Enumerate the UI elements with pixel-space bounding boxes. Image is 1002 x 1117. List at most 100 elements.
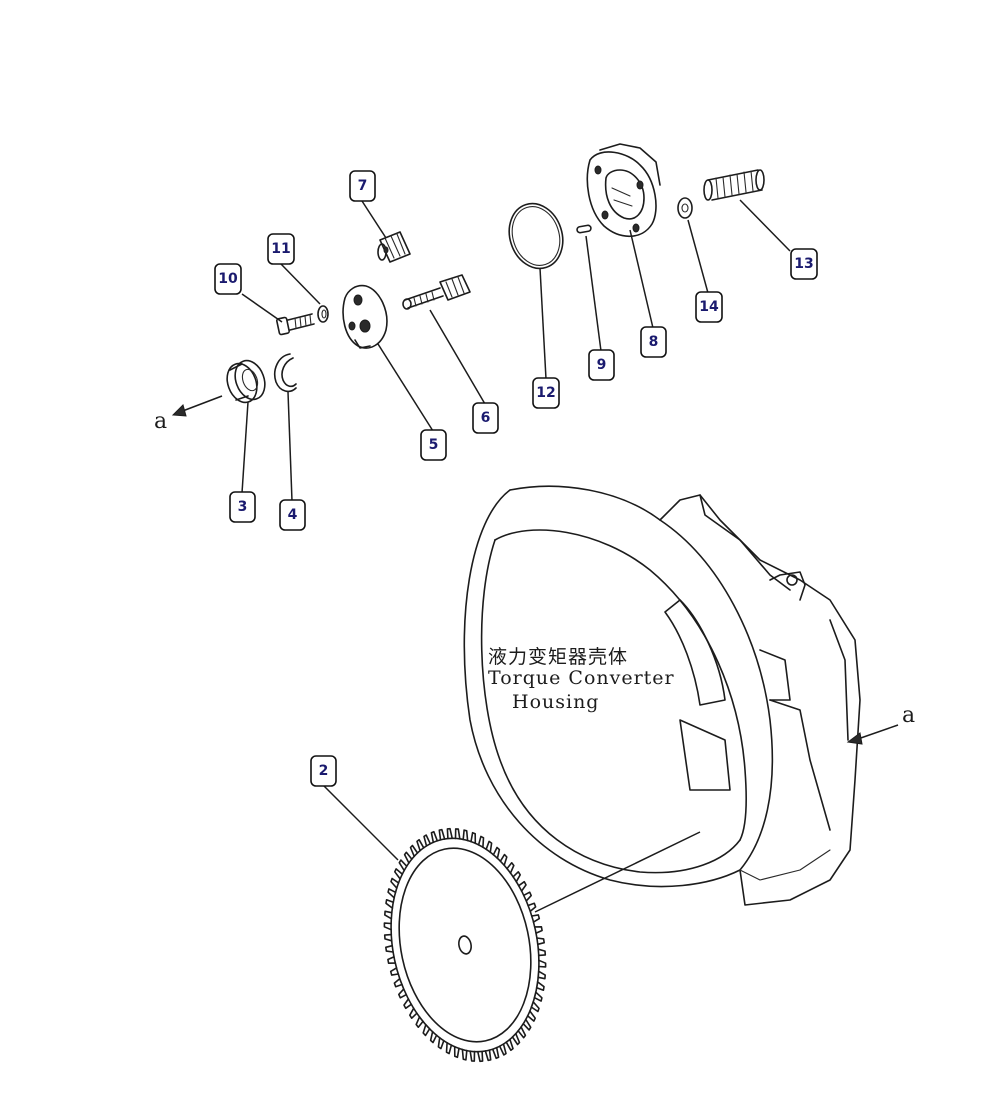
gear-tooth [499,853,508,867]
reference-letter-right: a [902,703,915,728]
callout-5-label: 5 [429,437,439,453]
callout-9: 9 [588,349,615,381]
gear-tooth [389,967,400,976]
gear-tooth [469,1050,476,1062]
callout-8-label: 8 [649,334,659,350]
callout-3: 3 [229,491,256,523]
bearing-part [226,359,266,404]
housing-label: 液力变矩器壳体 Torque Converter Housing [488,646,674,713]
dowel-pin-part [576,224,592,234]
gear-tooth [536,937,546,946]
gear-tooth [383,933,393,942]
housing-label-line2: Housing [512,691,599,713]
gear-tooth [393,868,404,880]
gear-tooth [527,902,537,913]
gear-tooth [522,1018,532,1031]
bolt-part [276,313,315,336]
pump-cover-part [586,143,661,238]
washer-part-small [317,305,329,323]
callout-2: 2 [310,755,337,787]
gear-tooth [506,861,515,874]
gear-tooth [409,844,419,858]
ring-gear-teeth [383,827,547,1063]
gear-tooth [387,888,397,899]
callout-5: 5 [420,429,447,461]
gear-tooth [453,1045,460,1059]
gear-tooth [383,922,392,931]
callout-12-label: 12 [536,385,555,401]
gear-tooth [511,1032,521,1046]
gear-tooth [533,925,543,934]
gear-tooth [385,898,395,909]
gear-tooth [484,1049,492,1062]
gear-tooth [446,827,454,840]
callout-6: 6 [472,402,499,434]
callout-7: 7 [349,170,376,202]
gear-tooth [454,828,461,840]
gear-tooth [505,1038,514,1052]
gear-tooth [403,851,413,864]
gear-tooth [517,880,527,892]
callout-3-label: 3 [238,499,248,515]
reference-arrow-left: a [154,395,223,434]
gear-tooth [403,998,413,1010]
callout-7-label: 7 [358,178,368,194]
callout-13: 13 [790,248,818,280]
snap-ring-part [274,353,297,393]
callout-11-label: 11 [271,241,290,257]
gear-tooth [492,846,501,860]
gear-tooth [535,981,545,992]
gear-tooth [397,988,408,999]
callout-8: 8 [640,326,667,358]
callout-2-label: 2 [319,763,329,779]
washer-part [677,197,693,219]
callout-6-label: 6 [481,410,491,426]
torque-converter-housing [463,485,861,906]
gear-tooth [429,1030,438,1044]
gear-tooth [526,1010,537,1022]
gear-tooth [415,1016,424,1028]
gear-tooth [491,1046,500,1060]
gear-tooth [485,840,493,854]
o-ring-part [508,202,564,270]
callout-13-label: 13 [794,256,813,272]
gear-tooth [423,834,432,847]
gear-tooth [398,859,408,872]
gear-tooth [462,829,469,842]
callout-14: 14 [695,291,723,323]
driven-gear-part [377,231,411,263]
gear-tooth [422,1024,431,1037]
gear-tooth [530,914,541,923]
gear-tooth [445,1042,453,1055]
gear-tooth [461,1048,468,1061]
gear-tooth [537,948,547,957]
callout-4: 4 [279,499,306,531]
gear-tooth [393,977,403,988]
spring-part [703,169,765,201]
gear-tooth [517,1026,527,1039]
drive-gear-shaft-part [402,274,471,310]
reference-arrow-right: a [846,703,915,745]
gear-tooth [477,835,485,849]
gear-tooth [437,1037,445,1050]
callout-4-label: 4 [288,507,298,523]
gear-tooth [430,830,439,844]
callout-10: 10 [214,263,242,295]
gear-tooth [438,828,446,841]
pump-body-part [342,284,388,349]
gear-tooth [537,970,547,980]
gear-tooth [498,1043,507,1056]
gear-tooth [470,831,477,845]
leader-lines [241,199,791,861]
gear-tooth [522,891,533,902]
gear-tooth [390,877,400,889]
gear-tooth [530,1001,540,1013]
callout-14-label: 14 [699,299,719,315]
ring-gear [383,827,547,1063]
gear-tooth [416,838,425,852]
gear-tooth [408,1007,418,1020]
gear-tooth [387,956,397,965]
gear-tooth [533,991,543,1002]
reference-letter-left: a [154,409,167,434]
